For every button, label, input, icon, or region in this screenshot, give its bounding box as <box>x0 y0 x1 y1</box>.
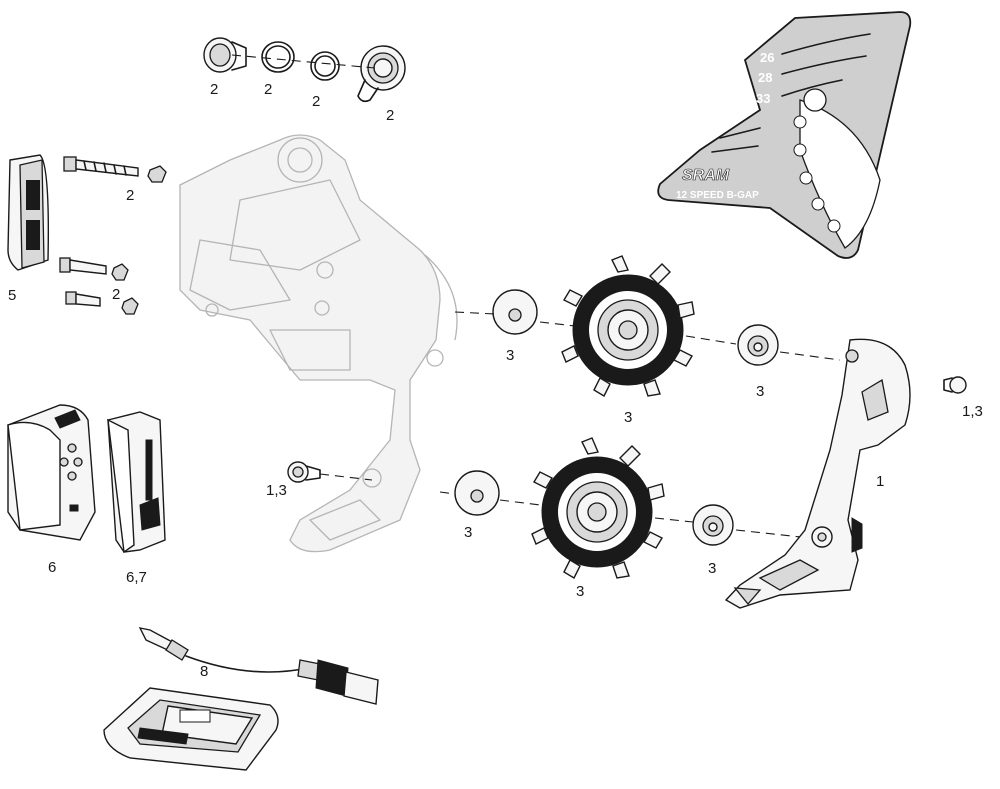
callout-1: 1 <box>876 473 885 490</box>
callout-2-ring: 2 <box>264 81 273 98</box>
gauge-size-28: 28 <box>758 70 772 85</box>
callout-1-3-right: 1,3 <box>962 403 983 420</box>
lower-washer-right <box>692 504 734 546</box>
callout-2-bushing: 2 <box>210 81 219 98</box>
battery-charger <box>103 687 279 771</box>
upper-washer-right <box>737 324 779 366</box>
battery-with-cover <box>107 411 166 554</box>
callout-8: 8 <box>200 663 209 680</box>
callout-2-screw-short: 2 <box>112 286 121 303</box>
callout-3-upper-washer-left: 3 <box>506 347 515 364</box>
bushing-1 <box>203 37 247 73</box>
battery-cover <box>7 154 50 271</box>
gauge-brand-logo: SRAM <box>682 167 730 184</box>
limit-screw-long <box>63 156 167 183</box>
callout-6-7: 6,7 <box>126 569 147 586</box>
callout-1-3-left: 1,3 <box>266 482 287 499</box>
callout-3-lower-washer-left: 3 <box>464 524 473 541</box>
derailleur-body-ghost <box>179 134 458 553</box>
bgap-chain-gauge <box>657 11 912 259</box>
upper-pulley <box>561 255 695 397</box>
gauge-size-26: 26 <box>760 50 774 65</box>
callout-2-bushing-tab: 2 <box>386 107 395 124</box>
callout-5: 5 <box>8 287 17 304</box>
bushing-tab <box>357 45 406 103</box>
callout-6: 6 <box>48 559 57 576</box>
gauge-size-33: 33 <box>756 91 770 106</box>
lower-washer-left <box>454 470 500 516</box>
derailleur-cage <box>724 338 911 609</box>
battery <box>7 404 96 541</box>
ring-1 <box>261 41 295 73</box>
bushing-set-top <box>203 37 406 103</box>
callout-2-ring-small: 2 <box>312 93 321 110</box>
callout-3-lower-washer-right: 3 <box>708 560 717 577</box>
lower-pulley <box>531 437 665 579</box>
limit-screw-short <box>59 257 129 281</box>
lower-bolt-left <box>287 461 321 483</box>
cage-bolt-right <box>943 376 967 394</box>
callout-2-screw-long: 2 <box>126 187 135 204</box>
callout-3-lower-pulley: 3 <box>576 583 585 600</box>
b-screw <box>65 291 139 315</box>
upper-washer-left <box>492 289 538 335</box>
usb-cable <box>138 627 379 705</box>
ring-2 <box>310 51 340 81</box>
callout-3-upper-washer-right: 3 <box>756 383 765 400</box>
callout-3-upper-pulley: 3 <box>624 409 633 426</box>
gauge-model-text: 12 SPEED B-GAP <box>676 190 759 201</box>
